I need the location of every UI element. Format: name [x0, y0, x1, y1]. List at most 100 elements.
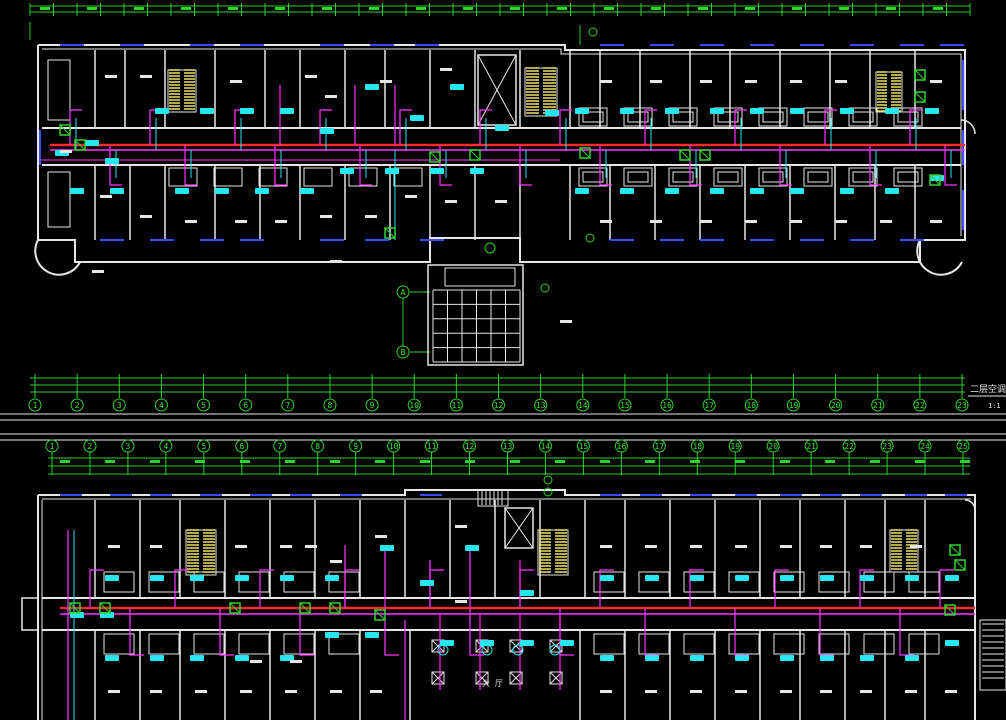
grid-number: 22: [915, 401, 925, 410]
dimension-text: [150, 460, 160, 463]
room-label-mark: [600, 80, 612, 83]
fan-coil-unit-icon: [481, 644, 493, 656]
fan-coil-unit-icon: [440, 640, 454, 646]
stair-outline: [889, 529, 919, 573]
grid-number: 14: [578, 401, 588, 410]
equipment-icon: [679, 149, 691, 161]
stair-landing: [477, 489, 509, 507]
bathroom: [893, 107, 923, 127]
fan-coil-unit-icon: [790, 108, 804, 114]
dimension-text: [645, 460, 655, 463]
room-label-mark: [650, 220, 662, 223]
equipment-hatch: [699, 149, 711, 161]
fan-coil-unit-icon: [645, 575, 659, 581]
equipment-icon: [929, 174, 941, 186]
dimension-text: [735, 460, 745, 463]
room-label-mark: [108, 545, 120, 548]
bathroom: [758, 107, 788, 127]
room-label-mark: [150, 545, 162, 548]
grid-number: 2: [88, 442, 93, 451]
bathroom: [303, 167, 333, 187]
room-label-mark: [105, 75, 117, 78]
dimension-text: [933, 7, 943, 10]
equipment-hatch: [374, 609, 386, 621]
stair-outline: [524, 67, 558, 117]
room-label-mark: [195, 690, 207, 693]
grid-number: 11: [427, 442, 437, 451]
dimension-text: [285, 460, 295, 463]
dimension-text: [960, 460, 970, 463]
grid-number: 16: [662, 401, 672, 410]
column: [549, 671, 563, 685]
bathroom: [908, 633, 940, 655]
room-label-mark: [700, 220, 712, 223]
equipment-hatch: [949, 544, 961, 556]
dimension-text: [228, 7, 238, 10]
drawing-title-block: 二层空调 1:1: [968, 383, 1006, 410]
bathroom: [863, 633, 895, 655]
bathroom: [593, 633, 625, 655]
equipment-icon: [949, 544, 961, 556]
room-label-mark: [495, 200, 507, 203]
room-label-mark: [835, 80, 847, 83]
bathroom: [623, 167, 653, 187]
bathroom: [818, 571, 850, 593]
grid-number: 3: [117, 401, 122, 410]
circle-bubble-icon: [365, 398, 379, 412]
circle-bubble-icon: [197, 398, 211, 412]
room-label-mark: [325, 95, 337, 98]
fan-coil-unit-icon: [780, 655, 794, 661]
room-label-mark: [290, 660, 302, 663]
fan-coil-unit-icon: [465, 545, 479, 551]
equipment-icon: [543, 475, 553, 485]
grid-number: 12: [465, 442, 475, 451]
room-label-mark: [600, 545, 612, 548]
room-label-mark: [405, 195, 417, 198]
bathroom: [683, 571, 715, 593]
entrance-steps: [444, 267, 516, 287]
bathroom: [283, 571, 315, 593]
fan-coil-unit-icon: [495, 125, 509, 131]
bathroom: [348, 167, 378, 187]
elevator-x: [477, 54, 517, 126]
circle-bubble-icon: [744, 398, 758, 412]
upper-stairs: [167, 67, 903, 117]
room-label-mark: [230, 80, 242, 83]
dimension-text: [600, 460, 610, 463]
drawing-scale: 1:1: [988, 402, 1001, 410]
fan-coil-unit-icon: [105, 655, 119, 661]
bathroom: [818, 633, 850, 655]
dimension-text: [463, 7, 473, 10]
grid-number: 7: [277, 442, 282, 451]
room-label-mark: [645, 690, 657, 693]
bathroom-fixture: [717, 171, 739, 183]
room-label-mark: [600, 690, 612, 693]
equipment-hatch: [429, 151, 441, 163]
bathroom: [258, 167, 288, 187]
equipment-hatch: [69, 602, 81, 614]
dimension-text: [839, 7, 849, 10]
grid-number: 18: [692, 442, 702, 451]
branch-pipe: [399, 109, 412, 145]
dimension-text: [275, 7, 285, 10]
fan-coil-unit-icon: [70, 188, 84, 194]
dimension-text: [134, 7, 144, 10]
room-label-mark: [380, 80, 392, 83]
circle-bubble-icon: [618, 398, 632, 412]
bathroom: [148, 633, 180, 655]
bathroom-fixture: [582, 111, 604, 123]
fan-coil-unit-icon: [665, 188, 679, 194]
fan-coil-unit-icon: [925, 108, 939, 114]
dimension-text: [886, 7, 896, 10]
room-label-mark: [455, 525, 467, 528]
grid-number: 20: [831, 401, 841, 410]
bathroom-fixture: [852, 111, 874, 123]
branch-pipe: [129, 608, 144, 656]
grid-number: 24: [920, 442, 930, 451]
equipment-icon: [588, 27, 598, 37]
fan-coil-unit-icon: [665, 108, 679, 114]
branch-pipe: [774, 569, 789, 608]
rounded-bay: [916, 239, 963, 276]
dimension-text: [745, 7, 755, 10]
fan-coil-unit-icon: [710, 188, 724, 194]
